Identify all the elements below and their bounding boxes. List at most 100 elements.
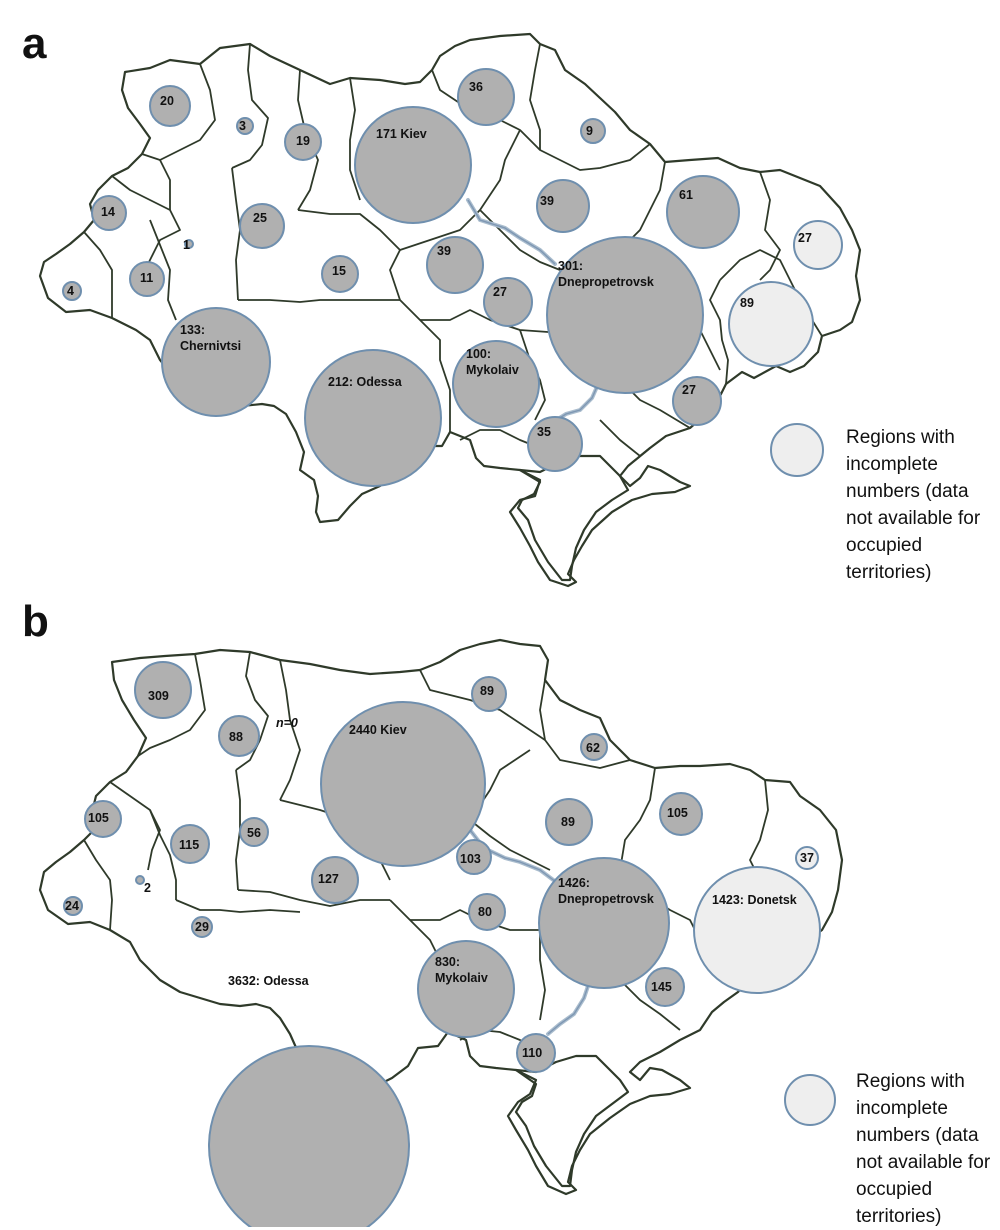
bubble — [63, 896, 83, 916]
bubble — [659, 792, 703, 836]
bubble — [417, 940, 515, 1038]
panel-a-legend: Regions with incomplete numbers (data no… — [770, 420, 995, 590]
bubble-label: 115 — [179, 838, 199, 852]
bubble — [426, 236, 484, 294]
bubble-label: 20 — [160, 94, 174, 108]
legend-text: Regions with incomplete numbers (data no… — [856, 1071, 991, 1227]
bubble — [320, 701, 486, 867]
bubble-label: 89 — [480, 684, 494, 698]
bubble — [239, 203, 285, 249]
bubble — [161, 307, 271, 417]
bubble-label: 19 — [296, 134, 310, 148]
bubble-label: 56 — [247, 826, 261, 840]
bubble-incomplete — [795, 846, 819, 870]
bubble — [91, 195, 127, 231]
bubble-label: 100: — [466, 347, 491, 361]
bubble-label: 171 Kiev — [376, 127, 427, 141]
bubble-label: Dnepropetrovsk — [558, 275, 654, 289]
bubble — [483, 277, 533, 327]
legend-swatch-incomplete — [784, 1074, 836, 1126]
bubble-label: 145 — [651, 980, 672, 994]
bubble-label: 4 — [67, 284, 74, 298]
bubble — [516, 1033, 556, 1073]
bubble-label: 37 — [800, 851, 814, 865]
country-outline — [38, 638, 844, 1196]
bubble — [284, 123, 322, 161]
bubble-label: 11 — [140, 271, 153, 285]
bubble-label: 3632: Odessa — [228, 974, 310, 988]
legend-text: Regions with incomplete numbers (data no… — [846, 427, 981, 583]
bubble-label: 29 — [195, 920, 209, 934]
bubble-label: 27 — [798, 231, 812, 245]
bubble — [236, 117, 254, 135]
bubble — [239, 817, 269, 847]
bubble-label: 39 — [540, 194, 554, 208]
bubble — [456, 839, 492, 875]
bubble — [218, 715, 260, 757]
bubble — [666, 175, 740, 249]
bubble — [191, 916, 213, 938]
bubble — [304, 349, 442, 487]
bubble — [457, 68, 515, 126]
bubble-label: 110 — [522, 1046, 542, 1060]
bubble-label: 89 — [740, 296, 754, 310]
bubble — [452, 340, 540, 428]
bubble — [184, 239, 194, 249]
bubble-label: 1 — [183, 238, 190, 252]
bubble-label: 105 — [88, 811, 109, 825]
bubble-label: Dnepropetrovsk — [558, 892, 654, 906]
bubble-label: 212: Odessa — [328, 375, 403, 389]
bubble-label: 1423: Donetsk — [712, 893, 797, 907]
bubble-label: 35 — [537, 425, 551, 439]
bubble-label: Mykolaiv — [435, 971, 488, 985]
panel-b-legend: Regions with incomplete numbers (data no… — [784, 1068, 999, 1227]
bubble — [149, 85, 191, 127]
bubble-label: 309 — [148, 689, 169, 703]
bubble — [672, 376, 722, 426]
bubble — [135, 875, 145, 885]
bubble-label: 9 — [586, 124, 593, 138]
bubble — [580, 118, 606, 144]
bubble-label: 80 — [478, 905, 492, 919]
bubble-label: 88 — [229, 730, 243, 744]
bubble — [321, 255, 359, 293]
bubble-label: 133: — [180, 323, 205, 337]
panel-b-letter: b — [22, 597, 49, 646]
bubble-incomplete — [693, 866, 821, 994]
bubble — [354, 106, 472, 224]
bubble-label: 14 — [101, 205, 115, 219]
bubble — [545, 798, 593, 846]
bubble — [468, 893, 506, 931]
bubble-label: 2 — [144, 881, 151, 895]
bubble-label: 39 — [437, 244, 451, 258]
bubble-label: 27 — [493, 285, 507, 299]
bubble-label: 103 — [460, 852, 481, 866]
bubble — [208, 1045, 410, 1227]
country-outline — [38, 32, 862, 588]
bubble — [129, 261, 165, 297]
bubble — [311, 856, 359, 904]
bubble — [527, 416, 583, 472]
bubble — [536, 179, 590, 233]
bubble-label: 27 — [682, 383, 696, 397]
bubble — [580, 733, 608, 761]
bubble — [546, 236, 704, 394]
bubble — [62, 281, 82, 301]
bubble-label: 301: — [558, 259, 583, 273]
legend-swatch-incomplete — [770, 423, 824, 477]
bubble-label: 15 — [332, 264, 346, 278]
bubble-incomplete — [793, 220, 843, 270]
bubble-label: 1426: — [558, 876, 590, 890]
bubble-label: 61 — [679, 188, 693, 202]
bubble-incomplete — [728, 281, 814, 367]
bubble-label: 830: — [435, 955, 460, 969]
bubble-label: 105 — [667, 806, 688, 820]
bubble-label: 3 — [239, 119, 246, 133]
bubble — [538, 857, 670, 989]
bubble — [84, 800, 122, 838]
panel-a-letter: a — [22, 19, 47, 68]
n-zero-annotation: n=0 — [276, 716, 298, 730]
